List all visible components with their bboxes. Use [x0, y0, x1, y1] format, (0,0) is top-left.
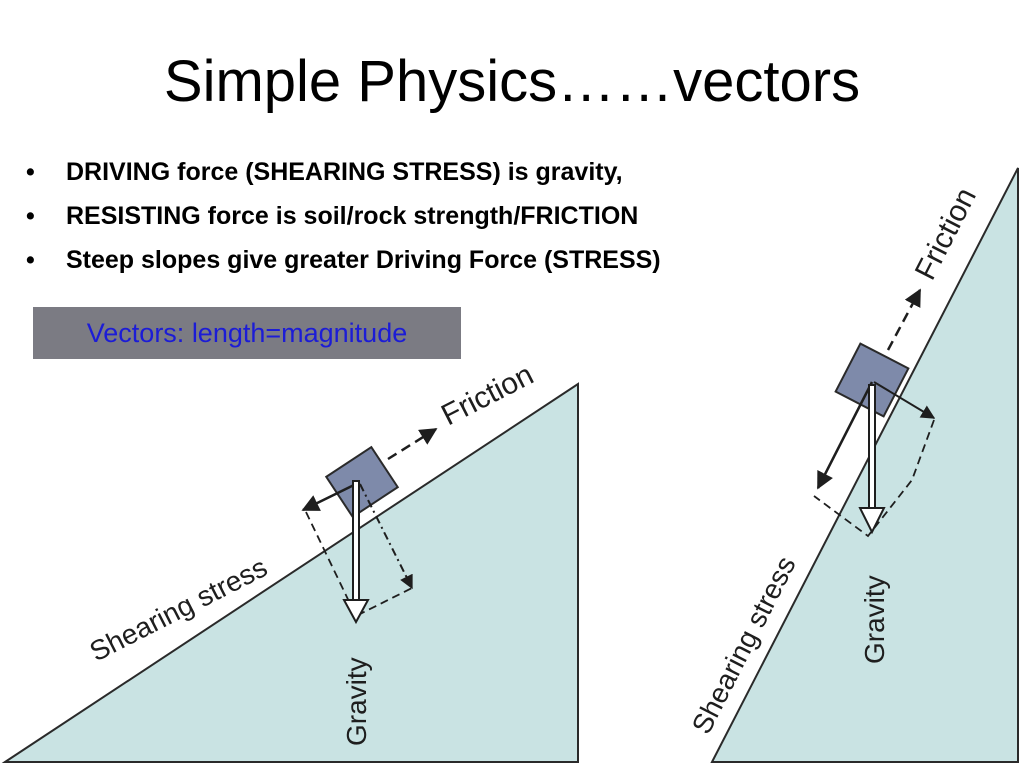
bullet-list: • DRIVING force (SHEARING STRESS) is grav…: [26, 150, 661, 282]
bullet-marker: •: [26, 202, 35, 230]
bullet-marker: •: [26, 158, 35, 186]
bullet-item: • Steep slopes give greater Driving Force…: [26, 238, 661, 282]
normal-component-arrow: [359, 483, 413, 590]
slope-wedge: [710, 167, 1019, 763]
friction-arrow: [387, 427, 438, 461]
shearing-stress-arrow: [301, 482, 357, 512]
friction-arrow: [886, 288, 922, 351]
gravity-arrow-head: [342, 599, 370, 625]
bullet-item: • RESISTING force is soil/rock strength/F…: [26, 194, 661, 238]
bullet-text: RESISTING force is soil/rock strength/FR…: [66, 202, 639, 230]
gravity-arrow-head: [858, 507, 886, 535]
construction-line: [813, 419, 935, 538]
gravity-label: Gravity: [859, 575, 890, 664]
vectors-callout: Vectors: length=magnitude: [33, 307, 461, 359]
bullet-text: DRIVING force (SHEARING STRESS) is gravi…: [66, 158, 623, 186]
steep-slope-diagram: Friction Shearing stress Gravity: [686, 167, 1019, 763]
gravity-label: Gravity: [341, 657, 372, 746]
bullet-text: Steep slopes give greater Driving Force …: [66, 246, 661, 274]
normal-component-arrow: [873, 381, 936, 419]
block: [324, 445, 400, 519]
bullet-item: • DRIVING force (SHEARING STRESS) is grav…: [26, 150, 661, 194]
bullet-marker: •: [26, 246, 35, 274]
slide-title: Simple Physics……vectors: [163, 49, 861, 114]
gentle-slope-diagram: Friction Shearing stress Gravity: [1, 358, 579, 763]
slope-wedge: [1, 382, 579, 763]
construction-line: [305, 511, 413, 618]
shearing-stress-arrow: [816, 381, 874, 490]
